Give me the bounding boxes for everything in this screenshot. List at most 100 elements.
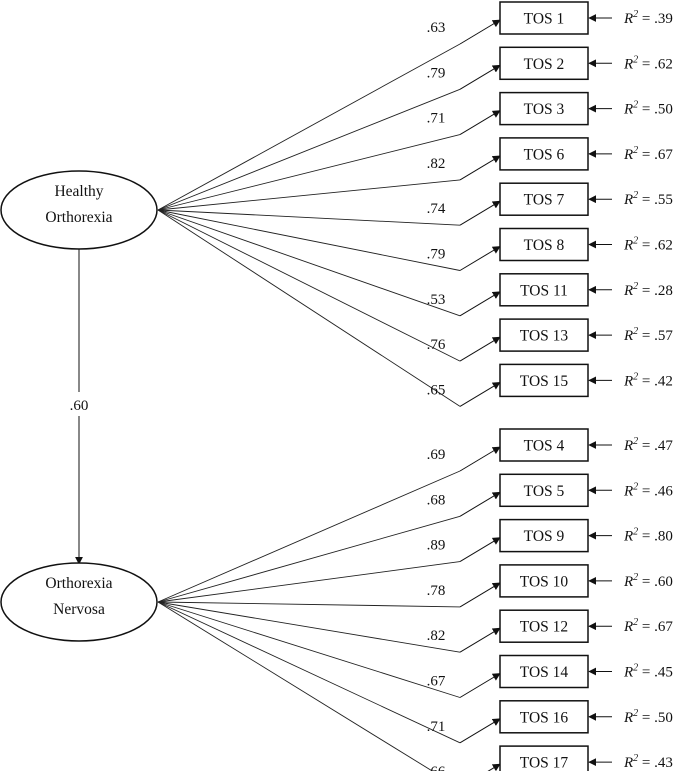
- indicator-label: TOS 8: [524, 237, 565, 254]
- r-squared-symbol: R: [623, 574, 633, 590]
- r-squared-value: R2 = .50: [623, 708, 673, 726]
- r-squared-value: R2 = .60: [623, 572, 673, 590]
- r-squared-superscript: 2: [633, 326, 638, 337]
- r-squared-number: .50: [654, 102, 673, 118]
- r-squared-value: R2 = .39: [623, 9, 673, 27]
- r-squared-number: .67: [654, 619, 673, 635]
- r-squared-value: R2 = .55: [623, 190, 673, 208]
- loading-value: .65: [427, 382, 446, 398]
- loading-path-tos-4: [157, 470, 461, 603]
- r-squared-equals: =: [638, 147, 654, 163]
- indicator-label: TOS 11: [520, 282, 568, 299]
- r-squared-equals: =: [638, 328, 654, 344]
- r-squared-equals: =: [638, 11, 654, 27]
- loading-value: .67: [427, 674, 446, 690]
- r-squared-superscript: 2: [633, 190, 638, 201]
- loading-value: .79: [427, 65, 446, 81]
- loading-value: .69: [427, 447, 446, 463]
- indicator-label: TOS 10: [520, 573, 569, 590]
- r-squared-number: .43: [654, 755, 673, 771]
- indicator-box: [499, 182, 589, 216]
- loading-arrow-tos-11: [459, 291, 501, 317]
- r-squared-symbol: R: [623, 238, 633, 254]
- r-squared-number: .62: [654, 238, 673, 254]
- r-squared-symbol: R: [623, 373, 633, 389]
- r-squared-superscript: 2: [633, 572, 638, 583]
- loading-path-tos-15: [157, 209, 461, 407]
- r-squared-equals: =: [638, 483, 654, 499]
- indicator-label: TOS 14: [520, 664, 569, 681]
- r-squared-number: .45: [654, 665, 673, 681]
- r-squared-equals: =: [638, 438, 654, 454]
- r-squared-equals: =: [638, 619, 654, 635]
- r-squared-symbol: R: [623, 283, 633, 299]
- latent-factor-label: Orthorexia: [45, 209, 112, 226]
- r-squared-symbol: R: [623, 11, 633, 27]
- indicator-label: TOS 7: [524, 192, 565, 209]
- r-squared-number: .28: [654, 283, 673, 299]
- r-squared-value: R2 = .47: [623, 436, 673, 454]
- r-squared-equals: =: [638, 238, 654, 254]
- r-squared-symbol: R: [623, 192, 633, 208]
- r-squared-number: .42: [654, 373, 673, 389]
- loading-arrow-tos-6: [459, 155, 501, 181]
- loading-path-tos-1: [157, 43, 461, 211]
- latent-factor-label: Healthy: [54, 183, 103, 200]
- loading-path-tos-16: [157, 601, 461, 744]
- loading-value: .71: [427, 719, 446, 735]
- loading-value: .53: [427, 292, 446, 308]
- loading-arrow-tos-17: [487, 763, 501, 771]
- r-squared-equals: =: [638, 574, 654, 590]
- r-squared-value: R2 = .62: [623, 236, 673, 254]
- loading-value: .89: [427, 538, 446, 554]
- latent-factor-label: Nervosa: [53, 601, 105, 618]
- r-squared-superscript: 2: [633, 481, 638, 492]
- factor-correlation-label: .60: [70, 398, 89, 414]
- r-squared-value: R2 = .43: [623, 753, 673, 771]
- loading-path-tos-11: [157, 209, 461, 317]
- r-squared-number: .46: [654, 483, 673, 499]
- r-squared-number: .67: [654, 147, 673, 163]
- indicator-label: TOS 3: [524, 101, 565, 118]
- loading-arrow-tos-10: [459, 582, 501, 608]
- latent-factor-ellipse: [0, 170, 158, 250]
- r-squared-equals: =: [638, 102, 654, 118]
- r-squared-number: .80: [654, 529, 673, 545]
- r-squared-value: R2 = .28: [623, 281, 673, 299]
- r-squared-symbol: R: [623, 102, 633, 118]
- indicator-label: TOS 17: [520, 755, 569, 771]
- loading-value: .79: [427, 247, 446, 263]
- indicator-box: [499, 318, 589, 352]
- loading-arrow-tos-5: [459, 491, 501, 517]
- r-squared-number: .62: [654, 56, 673, 72]
- r-squared-superscript: 2: [633, 753, 638, 764]
- indicator-label: TOS 6: [524, 146, 565, 163]
- loading-path-tos-12: [157, 601, 461, 653]
- indicator-box: [499, 273, 589, 307]
- r-squared-symbol: R: [623, 147, 633, 163]
- r-squared-number: .57: [654, 328, 673, 344]
- indicator-label: TOS 16: [520, 709, 569, 726]
- r-squared-symbol: R: [623, 710, 633, 726]
- loading-path-tos-13: [157, 209, 461, 362]
- loading-arrow-tos-15: [459, 381, 501, 407]
- indicator-box: [499, 609, 589, 643]
- indicator-label: TOS 1: [524, 11, 565, 28]
- loading-path-tos-5: [157, 515, 461, 603]
- r-squared-equals: =: [638, 283, 654, 299]
- r-squared-number: .60: [654, 574, 673, 590]
- r-squared-number: .50: [654, 710, 673, 726]
- correlation-label-bg: [60, 392, 98, 416]
- r-squared-symbol: R: [623, 619, 633, 635]
- loading-value: .68: [427, 492, 446, 508]
- indicator-box: [499, 1, 589, 35]
- indicator-label: TOS 4: [524, 438, 565, 455]
- loading-path-tos-10: [157, 601, 461, 608]
- r-squared-equals: =: [638, 373, 654, 389]
- loading-path-tos-3: [157, 134, 461, 211]
- loading-arrow-tos-7: [459, 200, 501, 226]
- loading-value: .82: [427, 156, 446, 172]
- loading-arrow-tos-2: [459, 64, 501, 90]
- loading-arrow-tos-13: [459, 336, 501, 362]
